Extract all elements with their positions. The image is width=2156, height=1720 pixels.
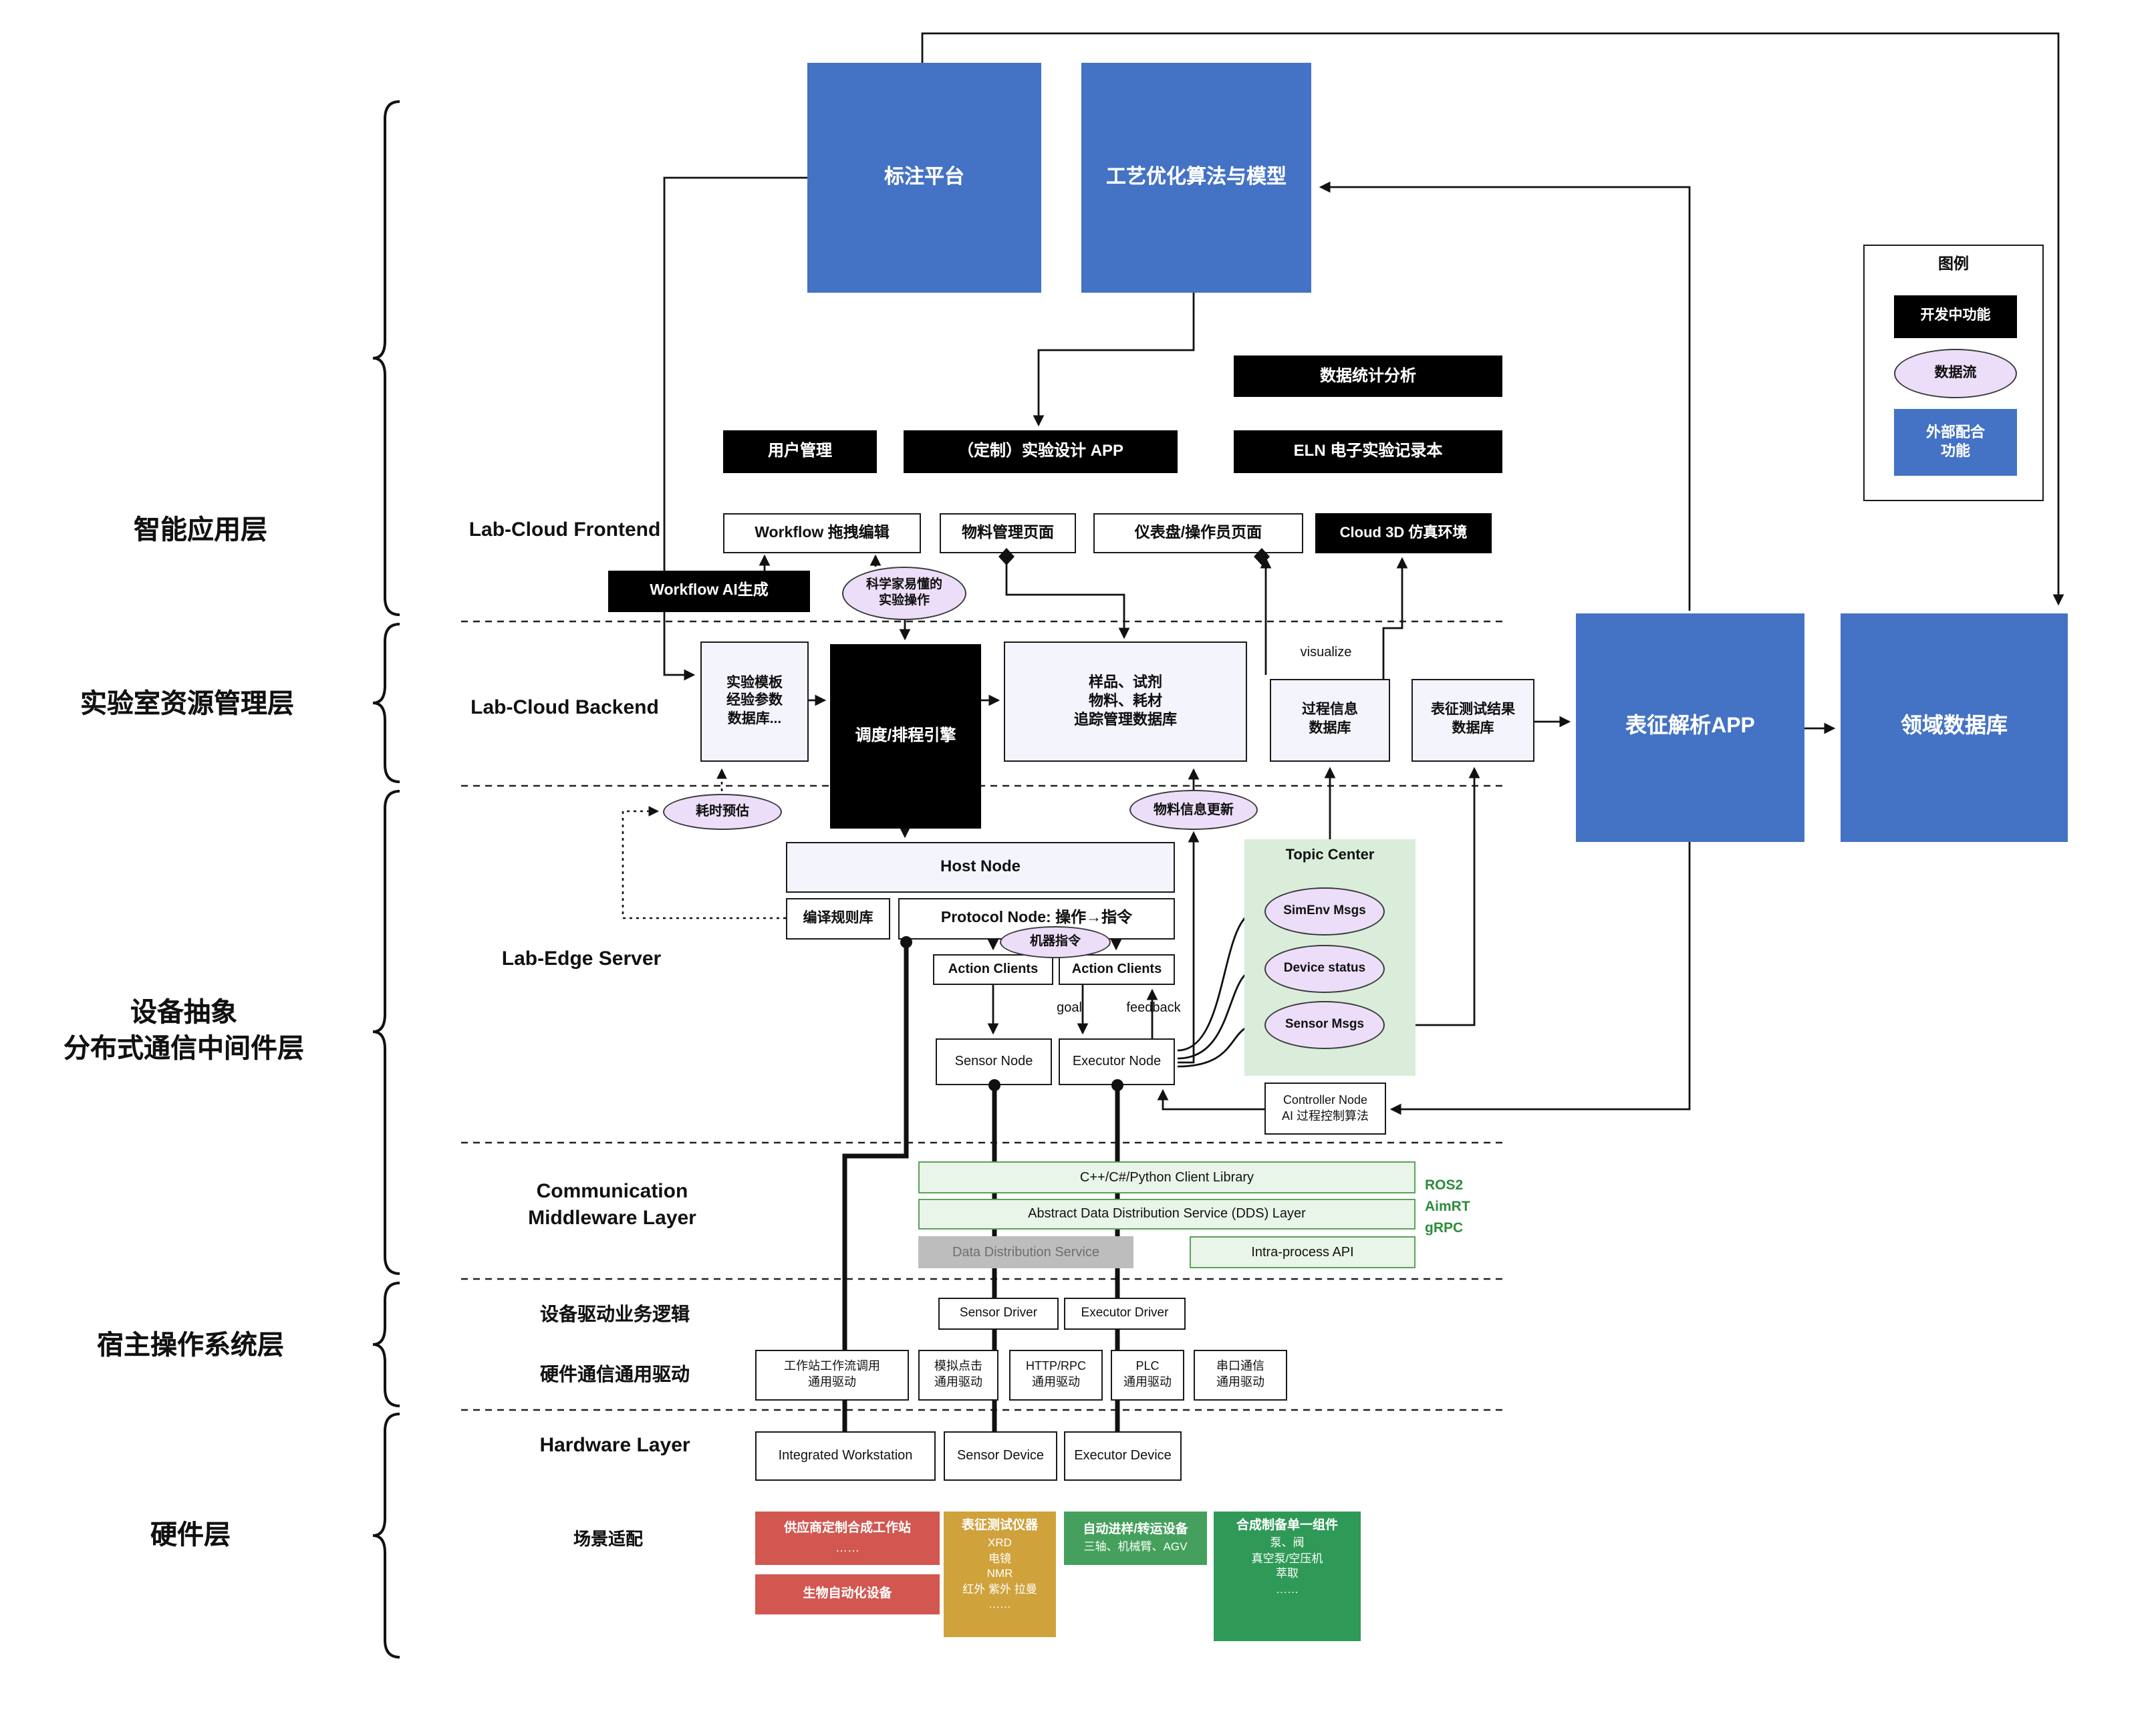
section-label-hardware-layer: Hardware Layer <box>539 1433 690 1457</box>
synthesis-lines: 泵、阀 真空泵/空压机 萃取 …… <box>1251 1536 1323 1596</box>
characterization-lines: XRD 电镜 NMR 红外 紫外 拉曼 …… <box>962 1536 1037 1611</box>
transfer-sub: 三轴、机械臂、AGV <box>1083 1539 1188 1553</box>
label-mw-stack: ROS2 AimRT gRPC <box>1425 1177 1470 1236</box>
node-http-rpc-driver: HTTP/RPC 通用驱动 <box>1009 1350 1103 1401</box>
node-dashboard-page: 仪表盘/操作员页面 <box>1093 513 1303 553</box>
node-vendor-workstation: 供应商定制合成工作站 …… <box>755 1512 940 1565</box>
flow-time-estimate: 耗时预估 <box>663 794 782 830</box>
section-label-edge-server: Lab-Edge Server <box>501 947 662 970</box>
node-compile-rules: 编译规则库 <box>786 898 890 940</box>
legend-external-chip: 外部配合 功能 <box>1894 409 2017 476</box>
node-process-optimization: 工艺优化算法与模型 <box>1081 63 1311 293</box>
flow-device-status: Device status <box>1264 945 1385 993</box>
synthesis-title: 合成制备单一组件 <box>1236 1518 1338 1533</box>
label-visualize: visualize <box>1300 645 1352 660</box>
layer-label-host-os: 宿主操作系统层 <box>97 1330 284 1360</box>
node-annotation-platform: 标注平台 <box>807 63 1041 293</box>
dotted-arrows <box>622 768 786 919</box>
bar-intra-process-api: Intra-process API <box>1190 1236 1416 1268</box>
vendor-workstation-title: 供应商定制合成工作站 <box>783 1521 911 1536</box>
node-process-info-db: 过程信息 数据库 <box>1270 679 1390 762</box>
flow-sensor-msgs: Sensor Msgs <box>1264 1001 1385 1049</box>
flow-scientist-operations: 科学家易懂的 实验操作 <box>842 567 966 620</box>
label-feedback: feedback <box>1126 1001 1181 1016</box>
node-char-result-db: 表征测试结果 数据库 <box>1411 679 1534 762</box>
node-integrated-workstation: Integrated Workstation <box>755 1431 936 1481</box>
topic-center-title: Topic Center <box>1285 847 1375 863</box>
node-controller-node: Controller Node AI 过程控制算法 <box>1264 1083 1386 1135</box>
node-action-clients-right: Action Clients <box>1059 954 1175 985</box>
section-label-driver-logic: 设备驱动业务逻辑 <box>540 1302 690 1324</box>
node-characterization-app: 表征解析APP <box>1576 613 1804 842</box>
flow-simenv-msgs: SimEnv Msgs <box>1264 887 1385 936</box>
node-workstation-driver: 工作站工作流调用 通用驱动 <box>755 1350 909 1401</box>
flow-machine-command: 机器指令 <box>1000 926 1111 958</box>
node-sensor-node: Sensor Node <box>936 1038 1052 1085</box>
node-executor-device: Executor Device <box>1064 1431 1182 1481</box>
node-characterization-instruments: 表征测试仪器 XRD 电镜 NMR 红外 紫外 拉曼 …… <box>944 1512 1056 1637</box>
section-label-hw-driver: 硬件通信通用驱动 <box>540 1363 690 1385</box>
node-data-stats: 数据统计分析 <box>1234 355 1502 397</box>
characterization-title: 表征测试仪器 <box>961 1518 1038 1533</box>
bar-client-library: C++/C#/Python Client Library <box>918 1161 1416 1193</box>
vendor-workstation-sub: …… <box>835 1540 859 1554</box>
node-material-tracking-db: 样品、试剂 物料、耗材 追踪管理数据库 <box>1004 641 1247 762</box>
bar-dds-layer: Abstract Data Distribution Service (DDS)… <box>918 1199 1416 1230</box>
node-custom-design-app: （定制）实验设计 APP <box>904 430 1178 473</box>
node-sensor-device: Sensor Device <box>944 1431 1057 1481</box>
bar-dds-service: Data Distribution Service <box>918 1236 1133 1268</box>
section-label-backend: Lab-Cloud Backend <box>470 696 659 719</box>
node-action-clients-left: Action Clients <box>933 954 1053 985</box>
layer-label-device-abstraction: 设备抽象 分布式通信中间件层 <box>63 998 304 1064</box>
node-material-page: 物料管理页面 <box>940 513 1076 553</box>
layer-label-resource: 实验室资源管理层 <box>80 689 294 718</box>
layer-label-hardware: 硬件层 <box>150 1520 231 1550</box>
layer-label-app: 智能应用层 <box>134 515 267 545</box>
layer-braces <box>372 100 400 1659</box>
transfer-title: 自动进样/转运设备 <box>1083 1522 1188 1537</box>
legend-dev-chip: 开发中功能 <box>1894 295 2017 338</box>
node-bio-automation: 生物自动化设备 <box>755 1574 940 1614</box>
legend-title: 图例 <box>1938 257 1969 273</box>
node-click-driver: 模拟点击 通用驱动 <box>918 1350 998 1401</box>
node-host-node: Host Node <box>786 842 1175 893</box>
node-eln: ELN 电子实验记录本 <box>1234 430 1502 473</box>
node-transfer-device: 自动进样/转运设备 三轴、机械臂、AGV <box>1064 1512 1207 1565</box>
node-executor-node: Executor Node <box>1059 1038 1175 1085</box>
node-scheduler-engine: 调度/排程引擎 <box>830 644 981 829</box>
flow-material-update: 物料信息更新 <box>1129 790 1258 830</box>
node-domain-db: 领域数据库 <box>1841 613 2068 842</box>
node-sensor-driver: Sensor Driver <box>938 1298 1059 1330</box>
node-plc-driver: PLC 通用驱动 <box>1111 1350 1184 1401</box>
node-user-mgmt: 用户管理 <box>723 430 877 473</box>
section-label-frontend: Lab-Cloud Frontend <box>468 518 661 541</box>
section-label-scene: 场景适配 <box>573 1529 643 1550</box>
section-label-middleware: Communication Middleware Layer <box>528 1179 696 1230</box>
legend-dataflow-chip: 数据流 <box>1894 349 2017 398</box>
node-serial-driver: 串口通信 通用驱动 <box>1194 1350 1287 1401</box>
node-cloud3d-sim: Cloud 3D 仿真环境 <box>1315 513 1492 553</box>
node-synthesis-components: 合成制备单一组件 泵、阀 真空泵/空压机 萃取 …… <box>1214 1512 1361 1641</box>
node-workflow-ai: Workflow AI生成 <box>608 571 810 612</box>
label-goal: goal <box>1057 1001 1082 1016</box>
node-template-db: 实验模板 经验参数 数据库... <box>700 641 809 762</box>
node-executor-driver: Executor Driver <box>1064 1298 1186 1330</box>
node-workflow-editor: Workflow 拖拽编辑 <box>723 513 921 553</box>
